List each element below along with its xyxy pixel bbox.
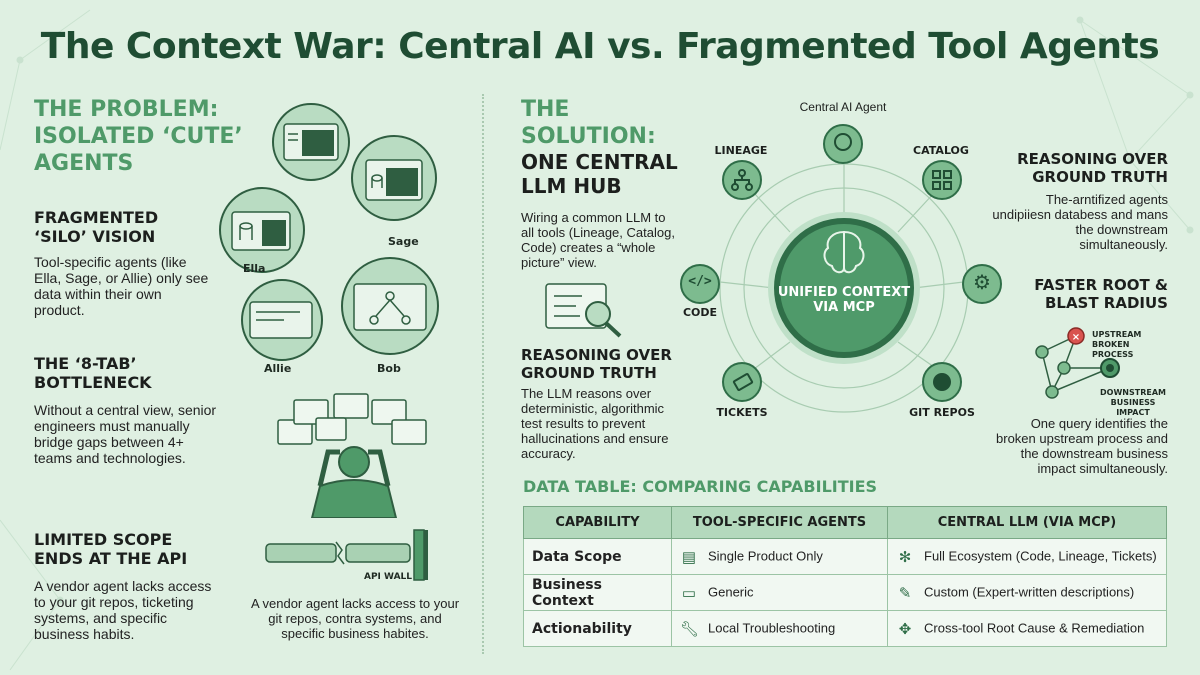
column-divider bbox=[482, 94, 484, 654]
central-cell-text: Full Ecosystem (Code, Lineage, Tickets) bbox=[924, 547, 1157, 563]
tool-cell: ▤ Single Product Only bbox=[671, 538, 888, 575]
agent-label-sage: Sage bbox=[388, 235, 419, 248]
solution-subtitle: ONE CENTRAL LLM HUB bbox=[521, 150, 678, 198]
silo-vision-heading: FRAGMENTED ‘SILO’ VISION bbox=[34, 208, 159, 246]
table-header-row: CAPABILITY TOOL-SPECIFIC AGENTS CENTRAL … bbox=[523, 506, 1167, 539]
catalog-icon bbox=[932, 170, 952, 190]
tool-cell: 🔧︎ Local Troubleshooting bbox=[671, 610, 888, 647]
capability-cell: Actionability bbox=[523, 610, 672, 647]
api-wall-label: API WALL bbox=[364, 572, 413, 582]
agent-label-bob: Bob bbox=[377, 362, 401, 375]
central-cell: ✻ Full Ecosystem (Code, Lineage, Tickets) bbox=[887, 538, 1167, 575]
hub-center-label: UNIFIED CONTEXT VIA MCP bbox=[777, 285, 911, 315]
table-row: Actionability 🔧︎ Local Troubleshooting ✥ C… bbox=[523, 610, 1167, 647]
tool-cell-text: Local Troubleshooting bbox=[708, 619, 836, 635]
solution-reasoning-body: The LLM reasons over deterministic, algo… bbox=[521, 386, 669, 461]
col-header-central-llm: CENTRAL LLM (VIA MCP) bbox=[887, 506, 1167, 539]
document-icon: ▤ bbox=[681, 548, 697, 566]
downstream-label: DOWNSTREAM BUSINESS IMPACT bbox=[1100, 388, 1166, 417]
table-row: Business Context ▭ Generic ✎ Custom (Exper… bbox=[523, 574, 1167, 611]
agent-label-ella: Ella bbox=[243, 262, 266, 275]
tool-cell-text: Generic bbox=[708, 583, 754, 599]
code-label: CODE bbox=[682, 306, 718, 319]
solution-title: THE SOLUTION: bbox=[521, 97, 656, 149]
network-icon: ✻ bbox=[898, 548, 912, 566]
col-header-tool-specific: TOOL-SPECIFIC AGENTS bbox=[671, 506, 888, 539]
table-title: DATA TABLE: COMPARING CAPABILITIES bbox=[523, 477, 878, 496]
window-icon: ▭ bbox=[681, 584, 697, 602]
solution-reasoning-heading: REASONING OVER GROUND TRUTH bbox=[521, 346, 672, 382]
central-cell-text: Cross-tool Root Cause & Remediation bbox=[924, 619, 1145, 635]
upstream-label: UPSTREAM BROKEN PROCESS bbox=[1092, 330, 1142, 359]
limited-scope-heading: LIMITED SCOPE ENDS AT THE API bbox=[34, 530, 188, 568]
tickets-node bbox=[722, 362, 762, 402]
overwhelmed-engineer-illustration bbox=[277, 393, 427, 518]
edit-document-icon: ✎ bbox=[898, 584, 912, 602]
wrench-icon: 🔧︎ bbox=[680, 620, 700, 638]
central-cell: ✥ Cross-tool Root Cause & Remediation bbox=[887, 610, 1167, 647]
tickets-label: TICKETS bbox=[716, 406, 768, 419]
api-wall-illustration bbox=[265, 529, 428, 581]
brain-icon bbox=[823, 230, 865, 274]
checklist-search-icon bbox=[545, 283, 622, 338]
agent-label-allie: Allie bbox=[264, 362, 292, 375]
central-cell-text: Custom (Expert-written descriptions) bbox=[924, 583, 1135, 599]
central-ai-label: Central AI Agent bbox=[799, 100, 887, 114]
right-reasoning-body: The-arntifized agents undipiiesn databes… bbox=[992, 192, 1168, 252]
col-header-capability: CAPABILITY bbox=[523, 506, 672, 539]
capability-cell: Business Context bbox=[523, 574, 672, 611]
settings-node bbox=[962, 264, 1002, 304]
lineage-label: LINEAGE bbox=[714, 144, 768, 157]
catalog-node bbox=[922, 160, 962, 200]
lineage-icon bbox=[731, 169, 753, 191]
limited-scope-body: A vendor agent lacks access to your git … bbox=[34, 578, 212, 642]
code-icon: </> bbox=[688, 274, 712, 289]
bottleneck-heading: THE ‘8-TAB’ BOTTLENECK bbox=[34, 354, 152, 392]
page-title: The Context War: Central AI vs. Fragment… bbox=[40, 26, 1160, 67]
capabilities-table: CAPABILITY TOOL-SPECIFIC AGENTS CENTRAL … bbox=[523, 506, 1167, 647]
bottleneck-body: Without a central view, senior engineers… bbox=[34, 402, 217, 466]
tool-cell: ▭ Generic bbox=[671, 574, 888, 611]
right-reasoning-heading: REASONING OVER GROUND TRUTH bbox=[1017, 150, 1168, 186]
problem-title: THE PROBLEM: ISOLATED ‘CUTE’ AGENTS bbox=[34, 97, 243, 176]
svg-text:×: × bbox=[1072, 332, 1080, 343]
move-arrows-icon: ✥ bbox=[898, 620, 912, 638]
tool-cell-text: Single Product Only bbox=[708, 547, 823, 563]
api-wall-caption: A vendor agent lacks access to your git … bbox=[250, 596, 460, 641]
gear-icon: ⚙ bbox=[973, 272, 991, 294]
solution-intro: Wiring a common LLM to all tools (Lineag… bbox=[521, 210, 675, 270]
lightbulb-icon bbox=[834, 133, 852, 151]
central-cell: ✎ Custom (Expert-written descriptions) bbox=[887, 574, 1167, 611]
git-repos-label: GIT REPOS bbox=[909, 406, 975, 419]
isolated-agents-illustration bbox=[219, 103, 439, 361]
capability-cell: Data Scope bbox=[523, 538, 672, 575]
table-row: Data Scope ▤ Single Product Only ✻ Full Ec… bbox=[523, 538, 1167, 575]
faster-root-heading: FASTER ROOT & BLAST RADIUS bbox=[1034, 276, 1168, 312]
github-icon bbox=[933, 373, 951, 391]
code-node bbox=[680, 264, 720, 304]
blast-radius-graph: × bbox=[1035, 327, 1120, 399]
faster-root-body: One query identifies the broken upstream… bbox=[996, 416, 1168, 476]
silo-vision-body: Tool-specific agents (like Ella, Sage, o… bbox=[34, 254, 209, 318]
catalog-label: CATALOG bbox=[913, 144, 969, 157]
